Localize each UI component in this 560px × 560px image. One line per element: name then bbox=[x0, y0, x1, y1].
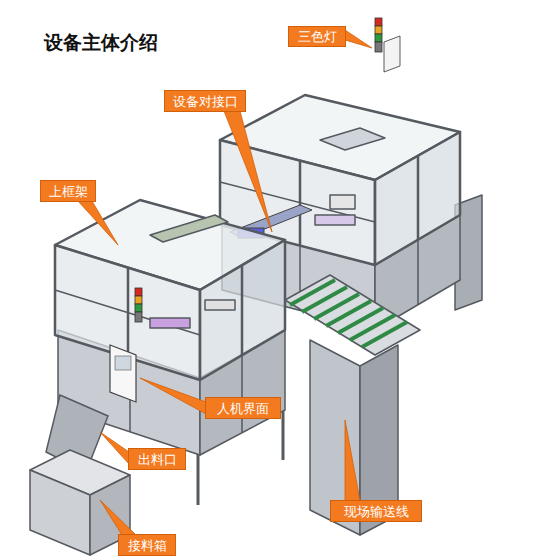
upper-frame-side bbox=[375, 132, 460, 265]
upper-frame-side bbox=[200, 240, 285, 380]
callout-pointers bbox=[78, 30, 372, 535]
tower-lamp bbox=[135, 288, 142, 322]
callout-box: 人机界面 bbox=[205, 397, 281, 419]
panel-line bbox=[417, 240, 419, 305]
callout-label: 现场输送线 bbox=[344, 505, 409, 518]
callout-pointer bbox=[100, 432, 129, 464]
lamp-red bbox=[135, 288, 142, 296]
inner-part bbox=[205, 300, 235, 310]
lamp-green bbox=[375, 34, 382, 42]
frame-post bbox=[241, 265, 244, 355]
page-title: 设备主体介绍 bbox=[44, 30, 158, 56]
inner-rail bbox=[150, 215, 228, 242]
panel-line bbox=[241, 354, 243, 432]
lamp-base bbox=[375, 42, 382, 52]
callout-box: 三色灯 bbox=[288, 26, 346, 47]
callout-label: 设备对接口 bbox=[173, 95, 238, 108]
frame-post bbox=[417, 156, 420, 240]
callout-box: 现场输送线 bbox=[330, 500, 422, 522]
callout-label: 三色灯 bbox=[298, 30, 337, 43]
lamp-amber bbox=[375, 26, 382, 34]
slat bbox=[326, 301, 371, 326]
conveyor-belt bbox=[285, 275, 420, 355]
leg bbox=[282, 405, 285, 460]
receiving-box bbox=[30, 450, 130, 555]
inner-part bbox=[150, 318, 190, 328]
callout-box: 上框架 bbox=[40, 180, 96, 202]
callout-pointer bbox=[224, 111, 272, 232]
upper-frame-front bbox=[55, 245, 200, 380]
box-front bbox=[30, 470, 90, 555]
slat bbox=[362, 322, 407, 347]
callout-pointer bbox=[140, 378, 206, 414]
leg bbox=[197, 450, 200, 505]
lamp-bracket bbox=[384, 36, 400, 72]
callout-label: 人机界面 bbox=[217, 402, 269, 415]
callout-label: 上框架 bbox=[49, 185, 88, 198]
inner-part bbox=[330, 195, 355, 209]
callout-pointer bbox=[100, 500, 136, 535]
callout-label: 出料口 bbox=[138, 453, 177, 466]
conveyor-slats bbox=[290, 280, 407, 347]
lamp-red bbox=[375, 18, 382, 26]
hmi-panel bbox=[110, 345, 136, 402]
inner-plate bbox=[320, 128, 385, 150]
inner-part bbox=[315, 215, 355, 225]
lamp-green bbox=[135, 304, 142, 312]
slat bbox=[314, 294, 359, 319]
callout-pointer bbox=[78, 201, 118, 245]
callout-box: 出料口 bbox=[128, 448, 186, 470]
slat bbox=[290, 280, 335, 305]
callout-pointer bbox=[345, 30, 372, 48]
lamp-amber bbox=[135, 296, 142, 304]
slat bbox=[302, 287, 347, 312]
site-conveyor bbox=[285, 275, 420, 535]
slat bbox=[350, 315, 395, 340]
lamp-base bbox=[135, 312, 142, 322]
hmi-screen bbox=[115, 356, 131, 370]
frame-rail bbox=[55, 290, 200, 335]
callout-pointer bbox=[345, 420, 360, 501]
slat bbox=[338, 308, 383, 333]
callout-box: 设备对接口 bbox=[164, 90, 246, 112]
callout-label: 接料箱 bbox=[128, 539, 167, 552]
tower-lamp bbox=[375, 18, 400, 72]
callout-box: 接料箱 bbox=[118, 534, 176, 556]
